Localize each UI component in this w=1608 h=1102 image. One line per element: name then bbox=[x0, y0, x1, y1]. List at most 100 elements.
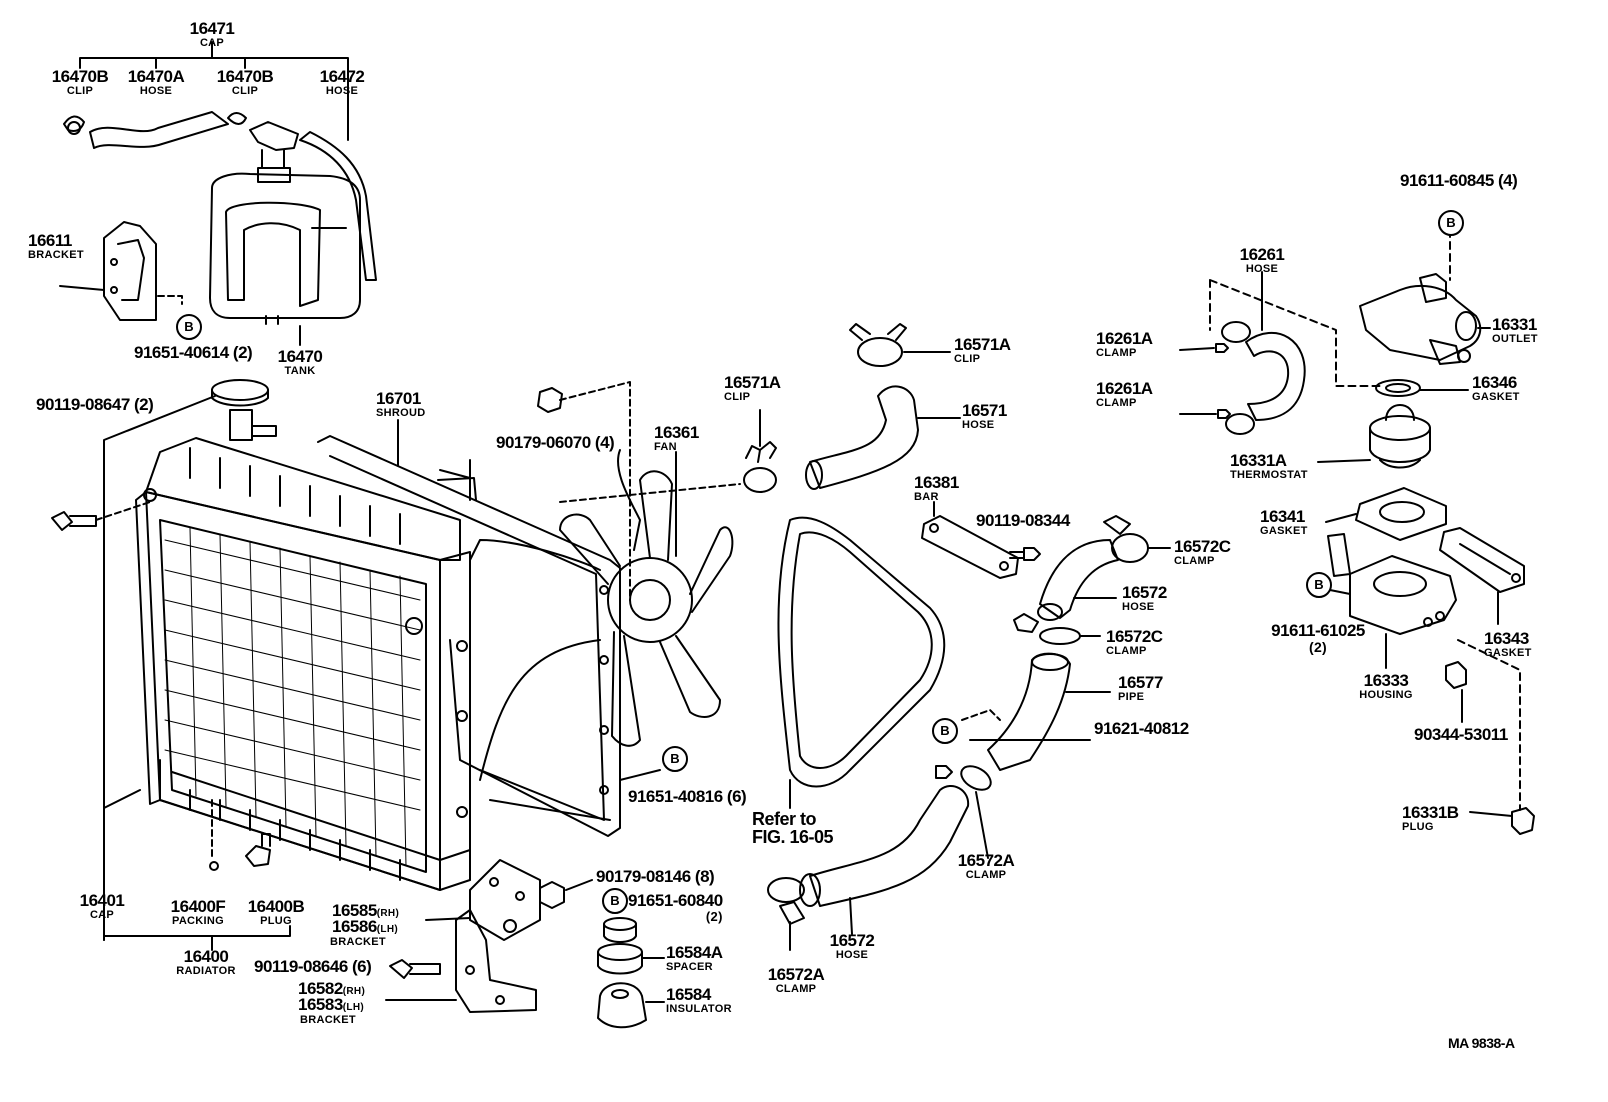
bolt-90119-08647 bbox=[51, 511, 97, 531]
spacer-16584A bbox=[597, 917, 643, 975]
label-90119-08344: 90119-08344 bbox=[976, 511, 1070, 530]
clip-16470B-right bbox=[227, 112, 247, 125]
clip-16470B-left bbox=[63, 115, 85, 135]
label-16582-bracket: BRACKET bbox=[300, 1014, 356, 1026]
figure-reference: MA 9838-A bbox=[1448, 1035, 1515, 1051]
bolt-90119-08646 bbox=[389, 959, 441, 979]
cooling-fan bbox=[559, 449, 734, 747]
upper-hose-16571 bbox=[805, 385, 919, 490]
clamp-16261A-lower bbox=[1217, 409, 1255, 435]
clip-16571A-upper bbox=[849, 323, 907, 367]
bypass-hose-16261 bbox=[1245, 331, 1306, 421]
bar-16381 bbox=[921, 515, 1019, 579]
radiator-leader bbox=[103, 789, 141, 809]
label-90119-08647: 90119-08647 (2) bbox=[36, 395, 154, 414]
bolt-marker-b: B bbox=[176, 314, 202, 340]
label-91611-61025: 91611-61025(2) bbox=[1271, 621, 1365, 655]
bolt-marker-b: B bbox=[1438, 210, 1464, 236]
label-16585: 16585(RH) bbox=[332, 901, 400, 920]
label-90179-06070: 90179-06070 (4) bbox=[496, 433, 615, 452]
bracket-16582 bbox=[455, 909, 537, 1013]
drive-belt-reference bbox=[777, 516, 946, 788]
clamp-16261A-upper bbox=[1215, 321, 1251, 353]
gasket-16343 bbox=[1439, 527, 1525, 593]
cap-16401-leader bbox=[103, 395, 216, 941]
gasket-16346 bbox=[1375, 379, 1421, 397]
clamp-16572C-upper bbox=[1103, 515, 1149, 563]
reservoir-cap bbox=[249, 121, 299, 183]
bolt-90119-08344 bbox=[1009, 547, 1041, 561]
label-16585-bracket: BRACKET bbox=[330, 936, 386, 948]
plug-16331B bbox=[1511, 807, 1535, 835]
pipe-16577 bbox=[987, 652, 1071, 771]
overflow-hose-16472 bbox=[299, 131, 377, 281]
label-91621-40812: 91621-40812 bbox=[1094, 719, 1189, 738]
bolt-marker-b: B bbox=[1306, 572, 1332, 598]
plug-90344-53011 bbox=[1445, 661, 1467, 689]
bracket-16611 bbox=[59, 221, 183, 321]
clip-16571A-lower bbox=[743, 441, 777, 493]
label-91611-60845: 91611-60845 (4) bbox=[1400, 171, 1518, 190]
bolt-marker-b: B bbox=[932, 718, 958, 744]
label-91651-40816: 91651-40816 (6) bbox=[628, 787, 747, 806]
clamp-16572A-right bbox=[935, 765, 992, 791]
hose-16470A bbox=[89, 111, 229, 149]
nut-90179-08146 bbox=[539, 881, 565, 909]
water-outlet-16331 bbox=[1359, 273, 1482, 365]
label-90179-08146: 90179-08146 (8) bbox=[596, 867, 715, 886]
label-16583: 16583(LH) bbox=[298, 995, 364, 1014]
label-91651-40614: 91651-40614 (2) bbox=[134, 343, 253, 362]
reservoir-tank bbox=[209, 172, 361, 325]
bracket-16585 bbox=[469, 859, 541, 941]
radiator-cap bbox=[211, 379, 277, 441]
drain-plug-16400B bbox=[245, 833, 271, 867]
bolt-marker-b: B bbox=[662, 746, 688, 772]
label-91651-60840: 91651-60840(2) bbox=[628, 891, 723, 924]
gasket-16341 bbox=[1355, 487, 1447, 541]
label-90344-53011: 90344-53011 bbox=[1414, 725, 1508, 744]
label-90119-08646: 90119-08646 (6) bbox=[254, 957, 372, 976]
radiator-group-bracket bbox=[103, 925, 291, 951]
cap-bracket-line bbox=[79, 41, 349, 141]
insulator-16584 bbox=[597, 982, 647, 1029]
clamp-16572C-lower bbox=[1013, 613, 1081, 645]
